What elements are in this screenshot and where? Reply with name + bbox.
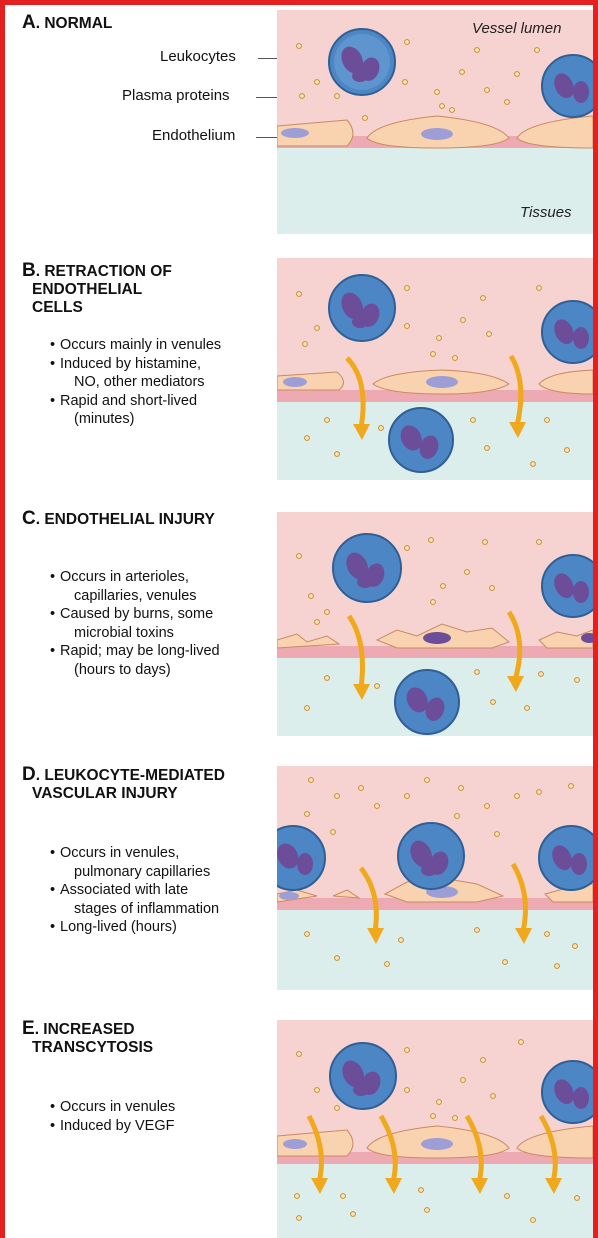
emigrated-leukocyte xyxy=(389,408,453,472)
leukocyte xyxy=(330,1043,396,1109)
plasma-proteins-label: Plasma proteins xyxy=(122,87,230,104)
leukocyte xyxy=(329,29,395,95)
panel-e-bullets: Occurs in venules Induced by VEGF xyxy=(50,1098,175,1135)
bullet-item: Rapid and short-lived(minutes) xyxy=(50,392,221,429)
panel-b-title: B. RETRACTION OF ENDOTHELIAL CELLS xyxy=(22,262,172,317)
panel-b-letter: B xyxy=(22,260,36,281)
vessel-lumen-label: Vessel lumen xyxy=(472,20,562,37)
tissue-region xyxy=(277,148,593,234)
endothelial-nucleus xyxy=(421,128,453,140)
leukocyte xyxy=(333,534,401,602)
leukocyte xyxy=(542,1061,593,1123)
panel-c-letter: C xyxy=(22,508,36,529)
panel-d-bullets: Occurs in venules,pulmonary capillaries … xyxy=(50,844,219,937)
panel-c-bullets: Occurs in arterioles,capillaries, venule… xyxy=(50,568,220,679)
bullet-item: Occurs in venules,pulmonary capillaries xyxy=(50,844,219,881)
panel-a-letter: A xyxy=(22,12,36,33)
emigrated-leukocyte xyxy=(395,670,459,734)
adherent-leukocyte xyxy=(539,826,593,890)
panel-b-vessel-illustration xyxy=(277,258,593,480)
panel-a-vessel-illustration xyxy=(277,10,593,234)
panel-d-letter: D xyxy=(22,764,36,785)
leukocyte xyxy=(542,555,593,617)
leukocyte xyxy=(542,301,593,363)
panel-d-title: D. LEUKOCYTE-MEDIATED VASCULAR INJURY xyxy=(22,766,225,803)
adherent-leukocyte xyxy=(398,823,464,889)
leukocytes-label: Leukocytes xyxy=(160,48,236,65)
bullet-item: Induced by histamine,NO, other mediators xyxy=(50,355,221,392)
endothelium-label: Endothelium xyxy=(152,127,235,144)
panel-a-title: A. NORMAL xyxy=(22,14,112,33)
panel-c-title: C. ENDOTHELIAL INJURY xyxy=(22,510,215,529)
leukocyte xyxy=(542,55,593,117)
bullet-item: Occurs mainly in venules xyxy=(50,336,221,355)
panel-e-letter: E xyxy=(22,1018,35,1039)
panel-b-bullets: Occurs mainly in venules Induced by hist… xyxy=(50,336,221,429)
panel-e-vessel-illustration xyxy=(277,1020,593,1238)
panel-c-vessel-illustration xyxy=(277,512,593,736)
bullet-item: Occurs in venules xyxy=(50,1098,175,1117)
panel-d-vessel-illustration xyxy=(277,766,593,990)
leukocyte xyxy=(329,275,395,341)
panel-e-title: E. INCREASED TRANSCYTOSIS xyxy=(22,1020,153,1057)
tissues-label: Tissues xyxy=(520,204,572,221)
endothelial-nucleus xyxy=(281,128,309,138)
bullet-item: Induced by VEGF xyxy=(50,1117,175,1136)
bullet-item: Long-lived (hours) xyxy=(50,918,219,937)
bullet-item: Occurs in arterioles,capillaries, venule… xyxy=(50,568,220,605)
bullet-item: Rapid; may be long-lived(hours to days) xyxy=(50,642,220,679)
